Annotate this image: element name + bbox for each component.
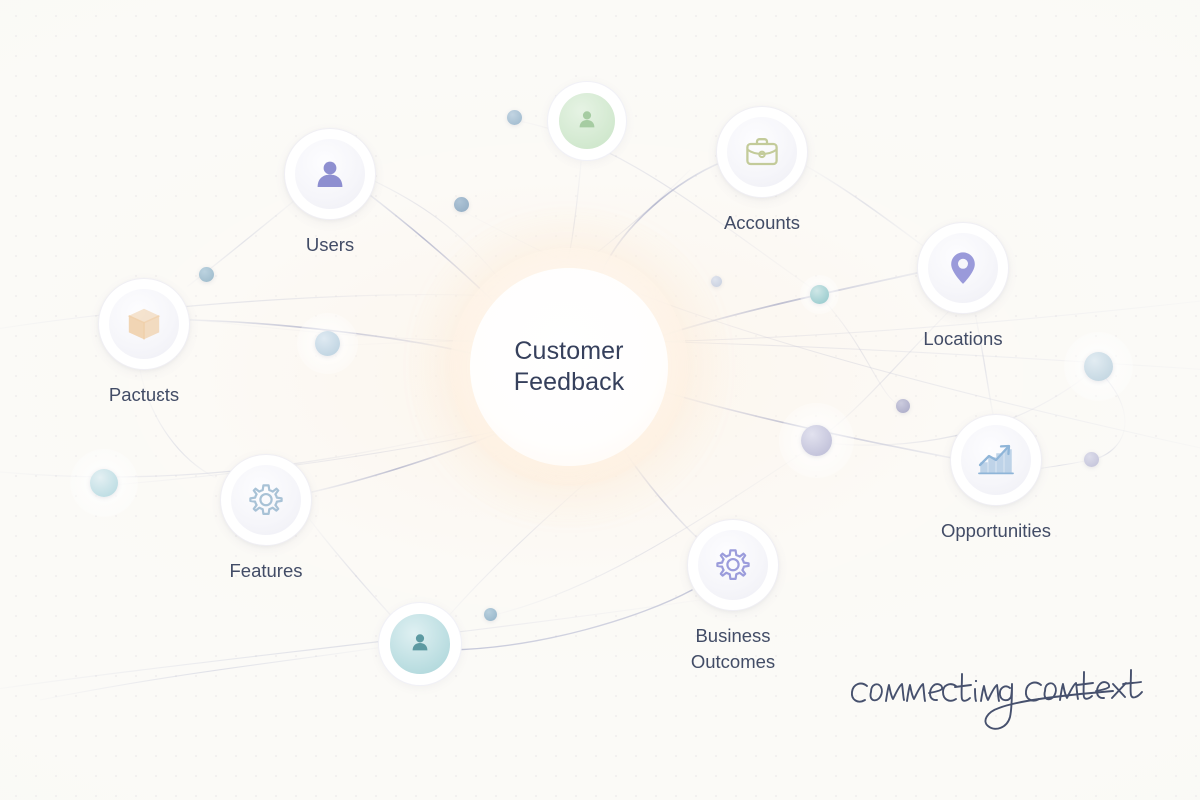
node-label-products: Pactuɛts (108, 384, 180, 405)
node-ring (917, 222, 1009, 314)
satellite-dot (809, 284, 829, 304)
person-silhouette-icon (577, 109, 597, 134)
hub-label-line2: Feedback (513, 368, 625, 396)
node-label-line1: Business (695, 625, 771, 646)
avatar-bubble[interactable] (378, 602, 462, 686)
gear-icon (715, 547, 751, 583)
node-products[interactable]: Pactuɛts (98, 278, 190, 405)
satellite-dot (710, 275, 722, 287)
node-ring (284, 128, 376, 220)
node-ring (687, 519, 779, 611)
hub-core: Customer Feedback (470, 268, 668, 466)
node-ring (716, 106, 808, 198)
node-users[interactable]: Users (284, 128, 376, 255)
node-disc (109, 289, 179, 359)
person-icon (313, 157, 347, 191)
satellite-dot (896, 399, 910, 413)
signature-connecting-context (845, 660, 1145, 735)
node-opportunities[interactable]: Opportunities (941, 414, 1051, 541)
satellite-dot (800, 424, 832, 456)
node-label-line2: Outcomes (690, 651, 776, 673)
satellite-dot (1083, 351, 1113, 381)
node-disc (928, 233, 998, 303)
node-label-features: Features (229, 560, 303, 581)
hub-node-customer-feedback[interactable]: Customer Feedback (408, 206, 730, 528)
briefcase-icon (744, 136, 780, 168)
node-disc (961, 425, 1031, 495)
gear-icon (248, 482, 284, 518)
node-label-locations: Locations (923, 328, 1003, 349)
node-ring (98, 278, 190, 370)
person-silhouette-icon (410, 632, 430, 657)
node-locations[interactable]: Locations (917, 222, 1009, 349)
map-pin-icon (948, 250, 978, 286)
hub-label-line1: Customer (514, 336, 624, 365)
avatar-bubble-ring (547, 81, 627, 161)
avatar-bubble-disc (390, 614, 450, 674)
node-accounts[interactable]: Accounts (716, 106, 808, 233)
box-icon (126, 306, 162, 342)
satellite-dot (483, 607, 497, 621)
satellite-dot (314, 330, 340, 356)
node-disc (698, 530, 768, 600)
satellite-dot (453, 196, 469, 212)
node-label-opportunities: Opportunities (940, 520, 1052, 541)
satellite-dot (198, 266, 214, 282)
node-disc (727, 117, 797, 187)
node-label-users: Users (305, 234, 355, 255)
satellite-dot (1083, 451, 1099, 467)
node-disc (231, 465, 301, 535)
node-features[interactable]: Features (220, 454, 312, 581)
satellite-dot (90, 469, 118, 497)
avatar-bubble-ring (378, 602, 462, 686)
node-disc (295, 139, 365, 209)
node-label-accounts: Accounts (723, 212, 801, 233)
avatar-bubble-disc (558, 92, 616, 150)
node-ring (950, 414, 1042, 506)
bar-chart-growth-icon (977, 443, 1015, 477)
node-ring (220, 454, 312, 546)
satellite-dot (506, 109, 522, 125)
avatar-bubble[interactable] (547, 81, 627, 161)
